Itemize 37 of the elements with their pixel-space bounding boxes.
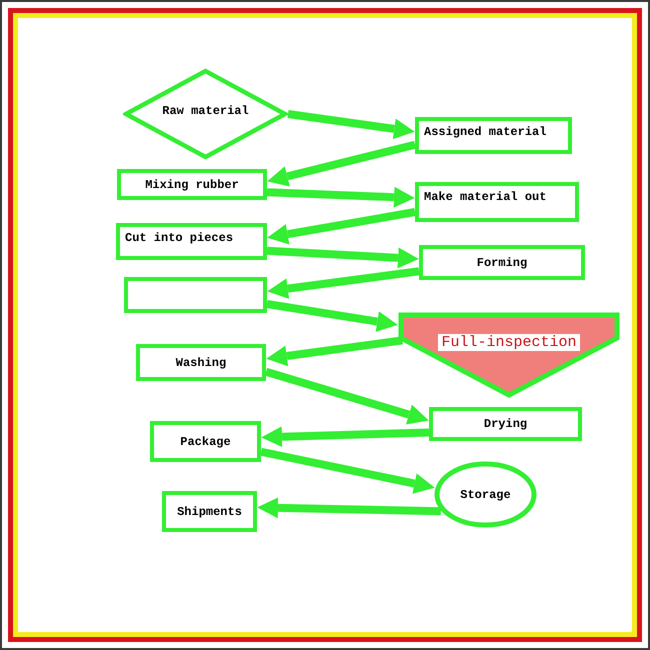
node-label: Washing [176, 356, 226, 368]
arrow [267, 208, 416, 244]
node-label: Shipments [177, 506, 242, 518]
node-label: Full-inspection [438, 334, 580, 351]
arrow [267, 267, 420, 299]
arrow [266, 246, 419, 268]
inspection-pentagon [398, 312, 620, 398]
arrow [266, 336, 403, 366]
node-label: Package [180, 436, 231, 448]
node-label: Cut into pieces [125, 232, 234, 244]
node-label: Make material out [424, 191, 546, 203]
process-box [419, 245, 585, 280]
node-label: Storage [460, 488, 511, 500]
arrow [266, 186, 415, 208]
process-ellipse [434, 461, 537, 528]
arrow [257, 497, 441, 518]
node-label: Raw material [162, 105, 249, 117]
arrow [260, 448, 435, 494]
process-box [117, 169, 267, 200]
node-label: Assigned material [424, 126, 546, 138]
node-label: Drying [484, 418, 528, 430]
arrow [266, 300, 398, 332]
arrow [264, 368, 429, 425]
arrow [287, 110, 415, 140]
process-box [136, 344, 266, 381]
process-box [162, 491, 257, 532]
process-box [124, 277, 267, 313]
node-label: Forming [476, 256, 528, 268]
process-box [116, 223, 267, 260]
arrow [261, 426, 430, 448]
process-box [415, 117, 572, 154]
decision-diamond [123, 68, 288, 160]
process-box [415, 182, 579, 222]
process-box [429, 407, 582, 441]
node-label: Mixing rubber [145, 178, 239, 190]
process-box [150, 421, 261, 462]
arrow [267, 140, 416, 186]
